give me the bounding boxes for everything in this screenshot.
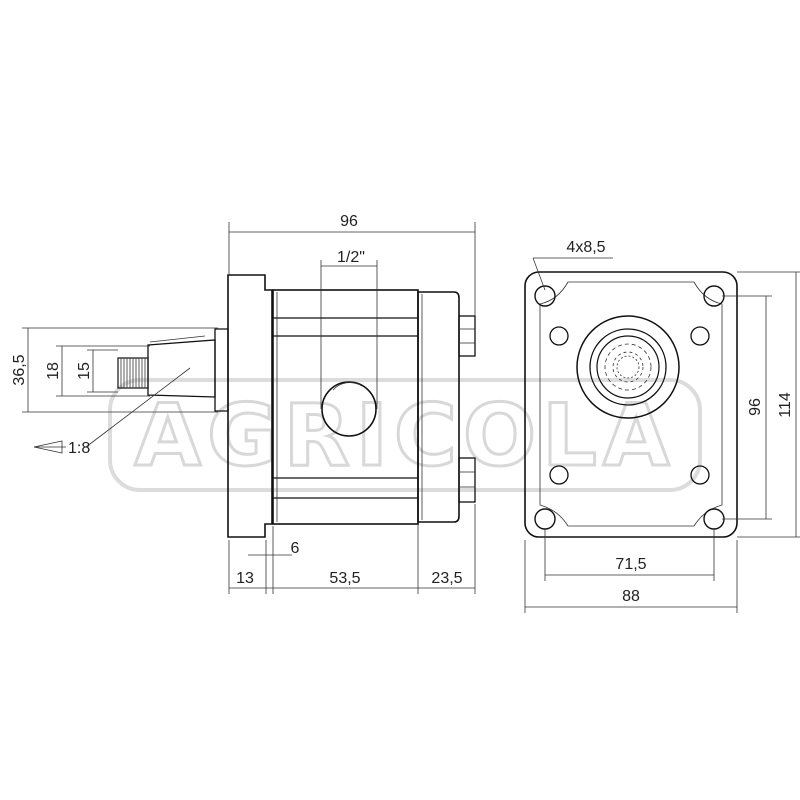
dim-port-size: 1/2": [337, 249, 365, 266]
watermark: AGRICOLA: [108, 378, 702, 492]
taper-leader: [85, 367, 191, 448]
flange-outline: [227, 274, 273, 538]
dim-width: 88: [622, 588, 640, 605]
shaft-thread: [117, 357, 149, 389]
watermark-text: AGRICOLA: [135, 386, 676, 486]
dim-shaft-outer: 36,5: [11, 354, 28, 385]
dim-holes: 4x8,5: [566, 239, 605, 256]
bolt-hole-tl: [549, 326, 569, 346]
bolt-head-bottom: [458, 457, 476, 503]
dim-taper: 1:8: [68, 440, 90, 457]
bolt-hole-br: [690, 465, 710, 485]
mount-hole-bl: [534, 508, 556, 530]
bolt-head-top: [458, 315, 476, 357]
dim-height: 114: [777, 392, 794, 418]
rear-cover: [417, 291, 460, 523]
dim-body-length: 53,5: [329, 570, 360, 587]
side-view: 96 1/2" 36,5 18 15 1:8 13 53,5: [11, 213, 476, 594]
dim-shaft-15: 15: [76, 362, 93, 380]
shaft-boss: [576, 315, 680, 419]
port-circle: [321, 381, 377, 437]
dim-overall-length: 96: [340, 213, 358, 230]
mount-hole-br: [703, 508, 725, 530]
shaft-key: [149, 335, 206, 343]
bolt-hole-tr: [690, 326, 710, 346]
dim-flange-gap: 6: [291, 540, 300, 557]
front-view: 4x8,5 96 114 71,5 88: [524, 239, 800, 613]
port-thread: [332, 382, 363, 391]
mount-hole-tl: [534, 285, 556, 307]
dim-cover-length: 23,5: [431, 570, 462, 587]
bolt-hole-bl: [549, 465, 569, 485]
dim-shaft-18: 18: [45, 362, 62, 380]
dim-hole-spacing-h: 71,5: [615, 556, 646, 573]
front-inner-outline: [539, 281, 723, 527]
dim-flange-thickness: 13: [236, 570, 254, 587]
dim-hole-spacing-v: 96: [747, 398, 764, 416]
mount-hole-tr: [703, 285, 725, 307]
front-outline: [524, 271, 738, 538]
